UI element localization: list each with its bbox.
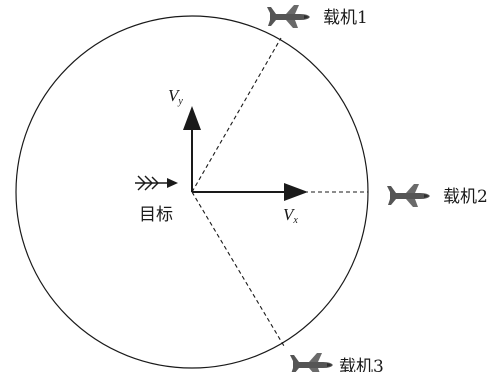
target-arrow-icon [135,175,178,191]
dashed-line-carrier3 [191,191,285,347]
label-carrier2: 载机2 [443,187,488,207]
vx-arrow [192,183,308,201]
airplane-icon-carrier1 [267,5,310,28]
label-carrier3: 载机3 [339,357,384,372]
label-target: 目标 [139,205,173,225]
airplane-icon-carrier3 [290,353,333,372]
label-carrier1: 载机1 [323,8,368,28]
vy-arrow [183,106,201,192]
label-vy: Vy [168,86,183,107]
label-vx: Vx [283,205,298,226]
airplane-icon-carrier2 [387,184,430,207]
dashed-line-carrier1 [191,37,282,193]
